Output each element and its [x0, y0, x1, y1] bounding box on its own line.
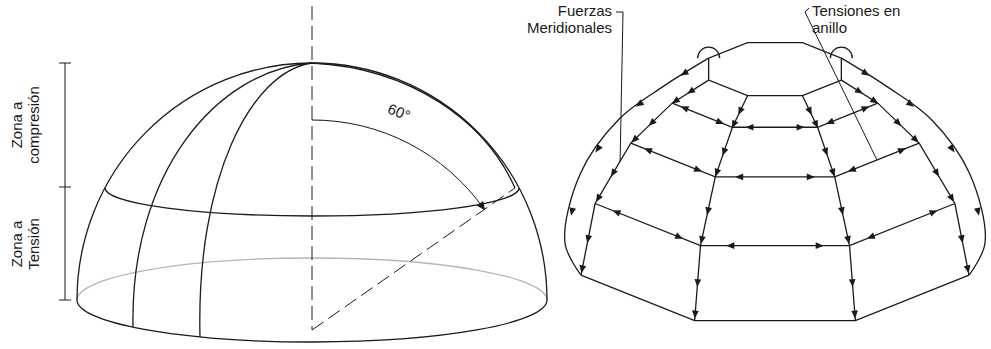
arrowhead	[844, 236, 851, 245]
radius-line	[312, 188, 515, 330]
arrowhead	[964, 265, 971, 273]
arrowhead	[726, 242, 734, 249]
arrowhead	[932, 168, 939, 177]
arrowhead	[897, 148, 906, 154]
arrowhead	[929, 210, 938, 216]
arrowhead	[974, 207, 981, 216]
base-ring	[581, 275, 969, 320]
arrowhead	[958, 235, 965, 243]
arrowhead	[805, 106, 811, 115]
arrowhead	[681, 106, 690, 112]
arrowhead	[870, 96, 879, 103]
meridian-line	[581, 80, 709, 275]
arrowhead	[715, 118, 724, 124]
arrowhead	[569, 207, 576, 216]
arrowhead	[911, 135, 919, 143]
arrowhead	[947, 144, 954, 152]
hoop-ring	[595, 204, 955, 246]
arrowhead	[849, 279, 856, 287]
arrowhead	[829, 168, 835, 177]
arrowhead	[816, 242, 824, 249]
zone-label: Zona a Tensión	[8, 199, 43, 289]
arrowhead	[699, 236, 706, 245]
arrowhead	[854, 87, 863, 94]
arrowhead	[861, 106, 870, 112]
arrowhead	[631, 135, 639, 143]
arrowhead	[681, 69, 690, 76]
arrowhead	[735, 174, 743, 181]
meridian-line	[802, 96, 855, 321]
arrowhead	[838, 207, 845, 216]
hoop-ring	[631, 143, 919, 177]
arrowhead	[692, 310, 699, 318]
arrowhead	[861, 69, 870, 76]
meridian-line	[695, 96, 748, 321]
arrowhead	[738, 106, 744, 115]
arrowhead	[848, 166, 857, 172]
angle-label: 60°	[385, 100, 412, 124]
arrowhead	[797, 124, 805, 131]
lantern-bump	[698, 47, 720, 58]
arrowhead	[612, 210, 621, 216]
dome-model	[565, 8, 986, 321]
arrowhead	[851, 310, 858, 318]
arrowhead	[807, 174, 815, 181]
arrowhead	[693, 166, 702, 172]
arrowhead	[687, 87, 696, 94]
arrowhead	[822, 147, 828, 156]
dome-silhouette	[565, 58, 709, 275]
arrowhead	[596, 194, 603, 203]
arrowhead	[636, 99, 644, 106]
arrowhead	[722, 147, 728, 156]
arrowhead	[477, 201, 486, 211]
callout-label: Fuerzas Meridionales	[520, 2, 612, 37]
arrowhead	[705, 207, 712, 216]
dome-silhouette	[841, 58, 985, 275]
meridian-line	[200, 63, 312, 337]
arrowhead	[649, 118, 657, 126]
lantern-bump	[830, 47, 852, 58]
arrowhead	[595, 144, 602, 152]
meridian-line	[841, 80, 969, 275]
arrowhead	[644, 148, 653, 154]
arrowhead	[812, 120, 818, 129]
dimension-line	[59, 63, 71, 300]
meridian-line	[312, 63, 515, 188]
arrowhead	[893, 118, 901, 126]
angle-arc	[312, 120, 484, 209]
arrowhead	[672, 96, 681, 103]
arrowhead	[745, 124, 753, 131]
arrowhead	[611, 168, 618, 177]
top-ring	[709, 43, 842, 96]
arrowhead	[674, 233, 683, 239]
arrowhead	[695, 279, 702, 287]
leader-line	[616, 12, 623, 161]
meridian-line	[133, 63, 312, 327]
arrowhead	[867, 233, 876, 239]
hemisphere	[59, 6, 547, 342]
arrowhead	[732, 120, 738, 129]
arrowhead	[826, 118, 835, 124]
zone-label: Zona a compresión	[8, 80, 43, 170]
hoop-ring	[672, 103, 878, 127]
arrowhead	[947, 194, 954, 203]
force-arrows	[569, 69, 980, 319]
arrowhead	[715, 168, 721, 177]
arrowhead	[580, 265, 587, 273]
arrowhead	[586, 235, 593, 243]
arrowhead	[906, 99, 914, 106]
axis-line	[312, 6, 313, 330]
callout-label: Tensiones en anillo	[812, 2, 912, 37]
